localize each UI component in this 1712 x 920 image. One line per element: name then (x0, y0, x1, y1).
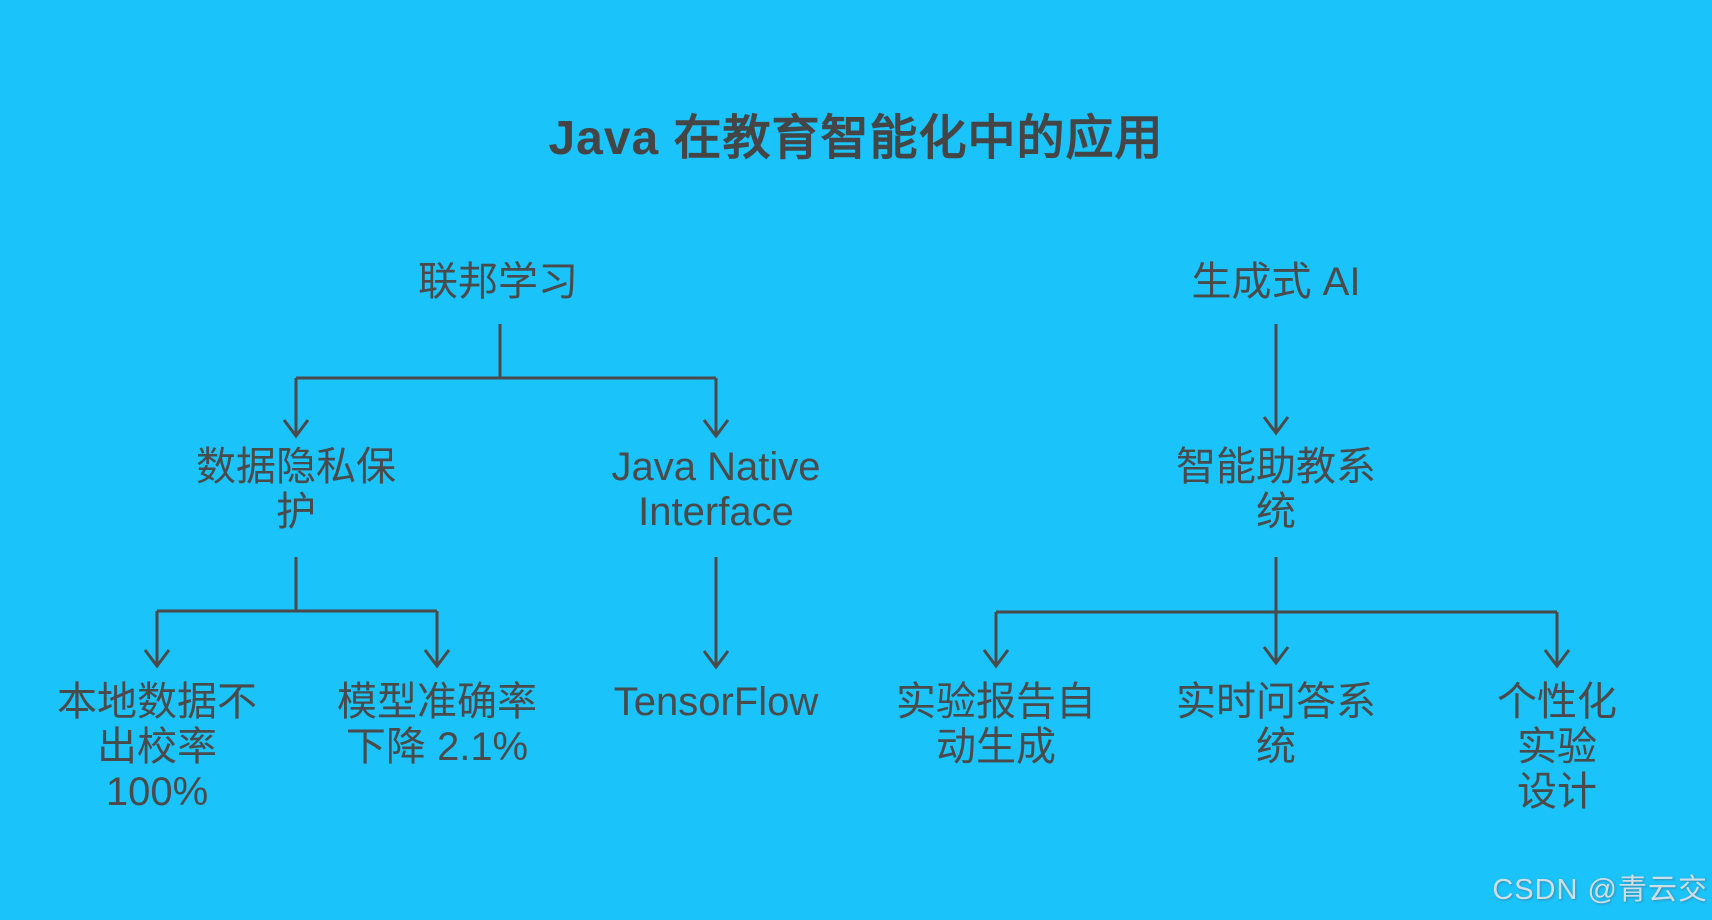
arrow-down-icon (1543, 649, 1571, 669)
page-title: Java 在教育智能化中的应用 (548, 112, 1164, 165)
node-java-native-interface: Java Native Interface (611, 445, 821, 534)
arrow-down-icon (1262, 416, 1290, 436)
node-model-accuracy: 模型准确率 下降 2.1% (337, 680, 537, 769)
arrow-down-icon (1262, 646, 1290, 666)
arrow-down-icon (282, 419, 310, 439)
arrow-down-icon (702, 419, 730, 439)
node-report-generation: 实验报告自 动生成 (896, 680, 1096, 769)
connectors-left-tree (143, 324, 730, 670)
node-tensorflow: TensorFlow (613, 680, 819, 724)
arrow-down-icon (143, 649, 171, 669)
arrow-down-icon (702, 650, 730, 670)
csdn-watermark: CSDN @青云交 (1492, 874, 1708, 906)
node-federated-learning: 联邦学习 (418, 260, 578, 304)
node-ta-system: 智能助教系 统 (1176, 445, 1376, 534)
arrow-down-icon (423, 649, 451, 669)
arrow-down-icon (982, 649, 1010, 669)
node-data-privacy: 数据隐私保 护 (196, 445, 396, 534)
node-generative-ai: 生成式 AI (1191, 260, 1361, 304)
node-qa-system: 实时问答系 统 (1176, 680, 1376, 769)
node-local-data-100: 本地数据不 出校率 100% (57, 680, 257, 814)
connectors-right-tree (982, 324, 1571, 669)
node-personalized-design: 个性化实验 设计 (1497, 680, 1617, 814)
